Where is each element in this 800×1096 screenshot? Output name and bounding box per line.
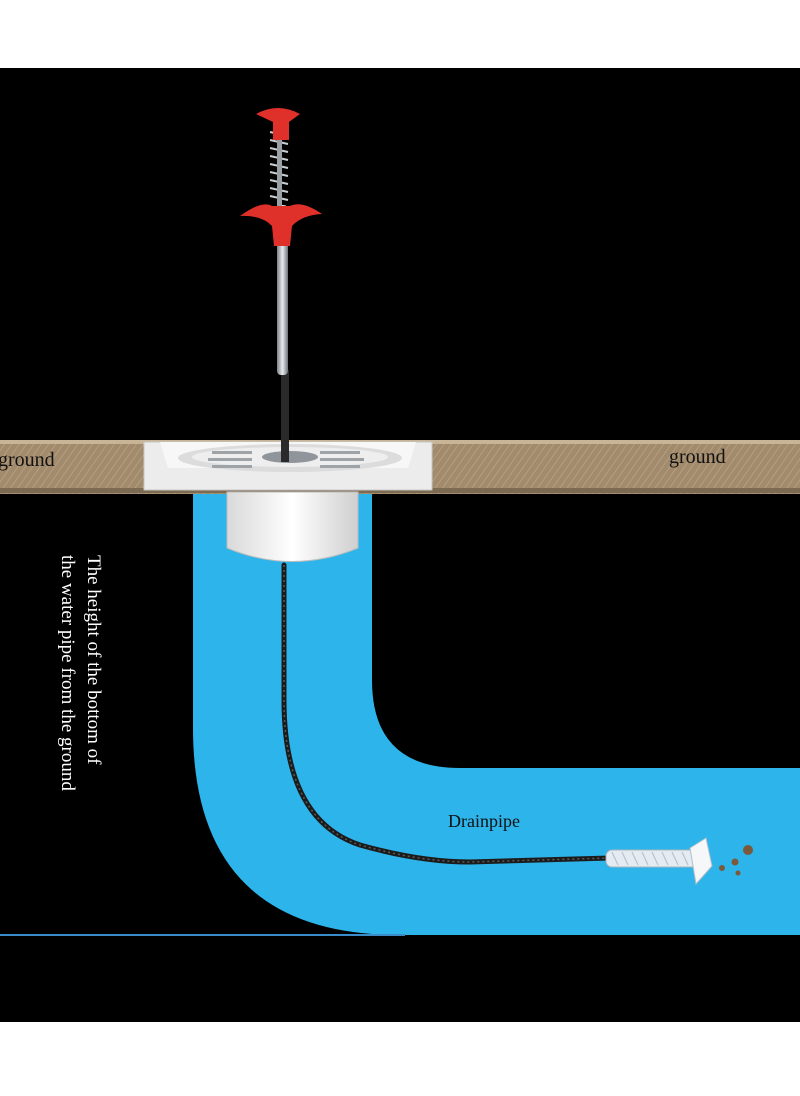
drainpipe-label: Drainpipe bbox=[448, 811, 520, 831]
finger-grip bbox=[240, 204, 322, 246]
brush-tip bbox=[605, 837, 713, 886]
height-label-line1: The height of the bottom of bbox=[83, 555, 104, 765]
drainpipe bbox=[193, 490, 800, 935]
ground-label-right: ground bbox=[669, 446, 726, 468]
plunger-handle bbox=[256, 108, 300, 140]
tool-rod bbox=[277, 205, 288, 375]
tool-lower-shaft bbox=[281, 370, 289, 462]
drain-cleaning-tool bbox=[240, 108, 322, 462]
height-label-line2: the water pipe from the ground bbox=[57, 555, 78, 791]
ground-label-left: ground bbox=[0, 449, 55, 471]
debris bbox=[719, 845, 753, 876]
